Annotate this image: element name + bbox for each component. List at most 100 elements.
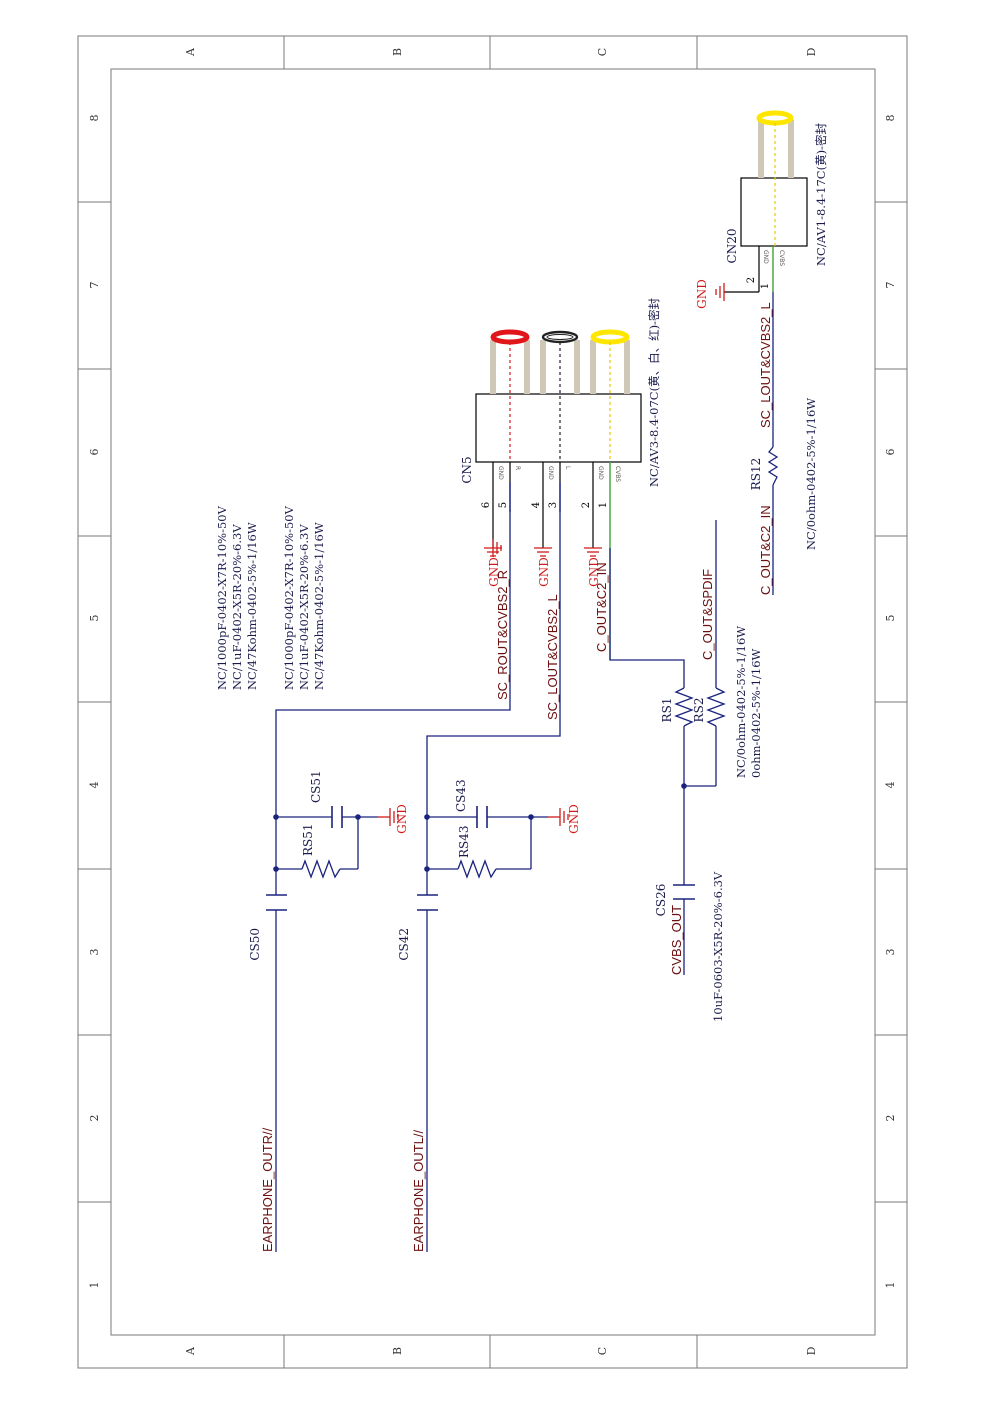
net-earphone-outr: EARPHONE_OUTR//: [260, 1127, 275, 1252]
value-cn20: NC/AV1-8.4-17C(黄)-密封: [814, 123, 828, 266]
capacitor-cs43: [476, 806, 488, 828]
wire-sc-rout: [275, 482, 511, 895]
cn20-pin-2: 2: [746, 277, 757, 283]
zone-number-1-left: 1: [88, 1282, 101, 1289]
junction-l1: [424, 814, 430, 820]
wire-cvbs-to-rs: [609, 548, 685, 688]
jack-white-inner: [546, 334, 574, 340]
zone-letter-d-top: D: [805, 47, 818, 56]
junction-l3: [528, 814, 534, 820]
value-r-47k: NC/47Kohm-0402-5%-1/16W: [245, 522, 259, 690]
zone-number-5-right: 5: [884, 615, 897, 622]
cn5-pin-1: 1: [598, 502, 609, 508]
zone-number-4-left: 4: [88, 782, 101, 789]
value-r-1uf: NC/1uF-0402-X5R-20%-6.3V: [230, 524, 244, 690]
cn5-pin-6: 6: [481, 502, 492, 508]
cn5-pinname-3: L: [564, 466, 571, 470]
cn20-pin-1: 1: [760, 283, 771, 289]
net-c-out-spdif: C_OUT&SPDIF: [700, 569, 715, 660]
value-rs12: NC/0ohm-0402-5%-1/16W: [804, 398, 818, 550]
value-cs26: 10uF-0603-X5R-20%-6.3V: [711, 871, 725, 1022]
junction-r2: [273, 866, 279, 872]
earphone-left-circuit: CS42 CS43 RS43 GND EARPHONE_OUTL// NC/10…: [282, 482, 581, 1252]
value-rs2: 0ohm-0402-5%-1/16W: [749, 648, 763, 778]
resistor-rs43: [457, 859, 497, 879]
zone-letter-b-bottom: B: [391, 1347, 404, 1355]
values-group-r: NC/1000pF-0402-X7R-10%-50V NC/1uF-0402-X…: [215, 505, 259, 690]
cn20-pinname-1: CVBS: [778, 250, 785, 266]
cn20-pinname-2: GND: [762, 250, 769, 264]
value-cn5: NC/AV3-8.4-07C(黄、白、红)-密封: [647, 298, 661, 487]
cn5-pin-4: 4: [531, 502, 542, 508]
ref-cs43: CS43: [454, 779, 468, 812]
cn5-pinname-6: GND: [497, 466, 504, 480]
junction-cvbs: [681, 783, 687, 789]
cn20-gnd: [715, 283, 725, 301]
cn5-gnd-6: [484, 547, 502, 557]
cn5-pin-3: 3: [548, 502, 559, 508]
value-rs1: NC/0ohm-0402-5%-1/16W: [734, 626, 748, 778]
ref-rs2: RS2: [692, 698, 706, 723]
net-cvbs-out: CVBS_OUT: [669, 905, 684, 975]
cn5-gnd-2: [584, 547, 602, 557]
value-l-1uf: NC/1uF-0402-X5R-20%-6.3V: [297, 524, 311, 690]
ref-rs43: RS43: [457, 825, 471, 858]
resistor-rs2: [706, 687, 726, 727]
cn5-gnd-4: [534, 547, 552, 557]
cn5-pin-2: 2: [581, 502, 592, 508]
cn20-circuit: RS12 C_OUT&C2_IN SC_LOUT&CVBS2_L NC/0ohm…: [695, 110, 828, 595]
gnd-symbol-r: [378, 808, 399, 826]
values-group-l: NC/1000pF-0402-X7R-10%-50V NC/1uF-0402-X…: [282, 505, 326, 690]
net-sc-lout: SC_LOUT&CVBS2_L: [545, 594, 560, 720]
cn5-pinname-2: GND: [597, 466, 604, 480]
connector-cn5: 6 5 4 3 2 1 GND R GND L GND CVBS GND GND…: [460, 298, 661, 660]
zone-number-5-left: 5: [88, 615, 101, 622]
jack-yellow-ring: [590, 329, 630, 345]
ref-cs51: CS51: [309, 770, 323, 803]
cn5-pinname-4: GND: [547, 466, 554, 480]
ref-cs26: CS26: [654, 884, 668, 917]
resistor-rs1: [674, 687, 694, 727]
cn20-body: [740, 177, 808, 247]
cn5-pin-5: 5: [498, 502, 509, 508]
cn5-pinname-5: R: [514, 466, 521, 470]
gnd-label-r: GND: [395, 804, 409, 834]
net-sc-rout: SC_ROUT&CVBS2_R: [495, 570, 510, 700]
zone-number-7-right: 7: [884, 282, 897, 289]
ref-cs42: CS42: [397, 928, 411, 961]
cn5-gnd-label-4: GND: [537, 557, 551, 587]
zone-number-7-left: 7: [88, 282, 101, 289]
zone-number-3-right: 3: [884, 949, 897, 956]
cn5-tubes: [490, 340, 630, 394]
zone-letter-a-bottom: A: [184, 1346, 197, 1356]
net-earphone-outl: EARPHONE_OUTL//: [411, 1130, 426, 1252]
sheet-frame: A B C D A B C D 8 7 6 5 4 3 2 1 8 7 6 5 …: [77, 35, 908, 1369]
zone-number-3-left: 3: [88, 949, 101, 956]
zone-letter-b-top: B: [391, 48, 404, 56]
cn20-yellow-ring: [756, 110, 794, 126]
gnd-label-l: GND: [567, 804, 581, 834]
ref-cn20: CN20: [725, 229, 739, 264]
zone-number-6-right: 6: [884, 449, 897, 456]
ref-cs50: CS50: [248, 928, 262, 961]
net-c-out-c2-in: C_OUT&C2_IN: [594, 562, 609, 652]
zone-letter-c-top: C: [596, 48, 609, 56]
zone-letter-c-bottom: C: [596, 1347, 609, 1355]
jack-white-ring: [541, 330, 579, 344]
cn5-gnd-label-2: GND: [587, 557, 601, 587]
net-c-out-c2-in-2: C_OUT&C2_IN: [758, 505, 773, 595]
zone-number-2-left: 2: [88, 1115, 101, 1122]
capacitor-cs26: [673, 884, 695, 900]
value-l-47k: NC/47Kohm-0402-5%-1/16W: [312, 522, 326, 690]
ref-rs1: RS1: [660, 698, 674, 723]
junction-l2: [424, 866, 430, 872]
value-l-1000pf: NC/1000pF-0402-X7R-10%-50V: [282, 505, 296, 690]
cn5-body: [475, 393, 642, 463]
ref-rs12: RS12: [749, 458, 763, 491]
cn5-gnd-label-6: GND: [487, 557, 501, 587]
zone-number-8-right: 8: [884, 115, 897, 122]
zone-number-8-left: 8: [88, 115, 101, 122]
zone-number-4-right: 4: [884, 782, 897, 789]
gnd-symbol-l: [548, 808, 569, 826]
zone-number-2-right: 2: [884, 1115, 897, 1122]
